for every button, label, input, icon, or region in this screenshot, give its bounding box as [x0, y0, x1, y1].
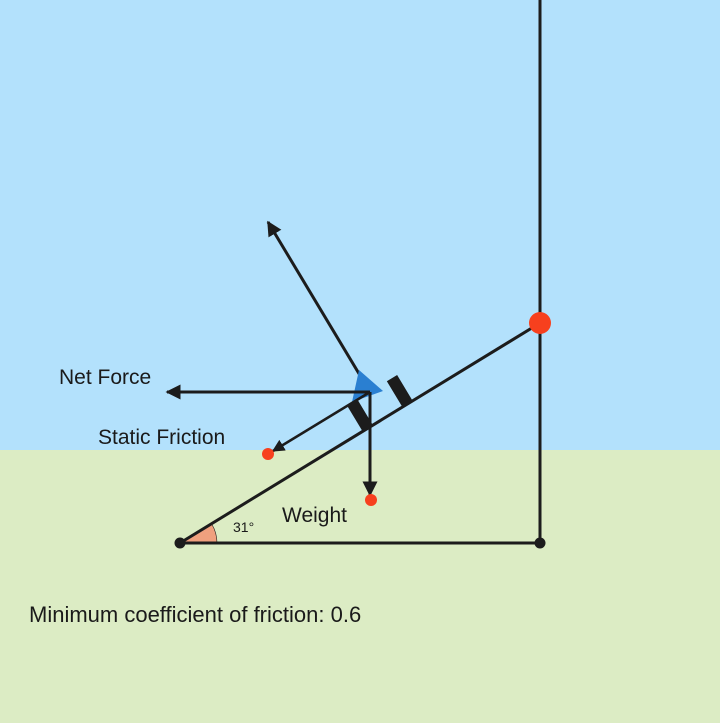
ground-background	[0, 450, 720, 723]
normal-force-arrow	[266, 220, 372, 393]
weight-label: Weight	[282, 504, 347, 527]
min-friction-label: Minimum coefficient of friction:	[29, 602, 325, 627]
static-friction-arrow	[271, 390, 371, 453]
incline-top-handle[interactable]	[529, 312, 551, 334]
friction-handle-point[interactable]	[262, 448, 274, 460]
min-friction-value: 0.6	[330, 602, 362, 627]
corner-vertex	[534, 537, 546, 549]
incline-line	[179, 321, 541, 545]
incline-base-vertex	[174, 537, 186, 549]
block[interactable]	[352, 370, 383, 402]
min-friction-readout: Minimum coefficient of friction: 0.6	[29, 602, 361, 628]
net-force-label: Net Force	[59, 366, 152, 389]
weight-handle-point[interactable]	[365, 494, 377, 506]
block-pad-bottom	[346, 399, 373, 431]
block-pad-top	[386, 375, 413, 407]
angle-label: 31°	[233, 519, 255, 535]
static-friction-label: Static Friction	[98, 426, 226, 449]
